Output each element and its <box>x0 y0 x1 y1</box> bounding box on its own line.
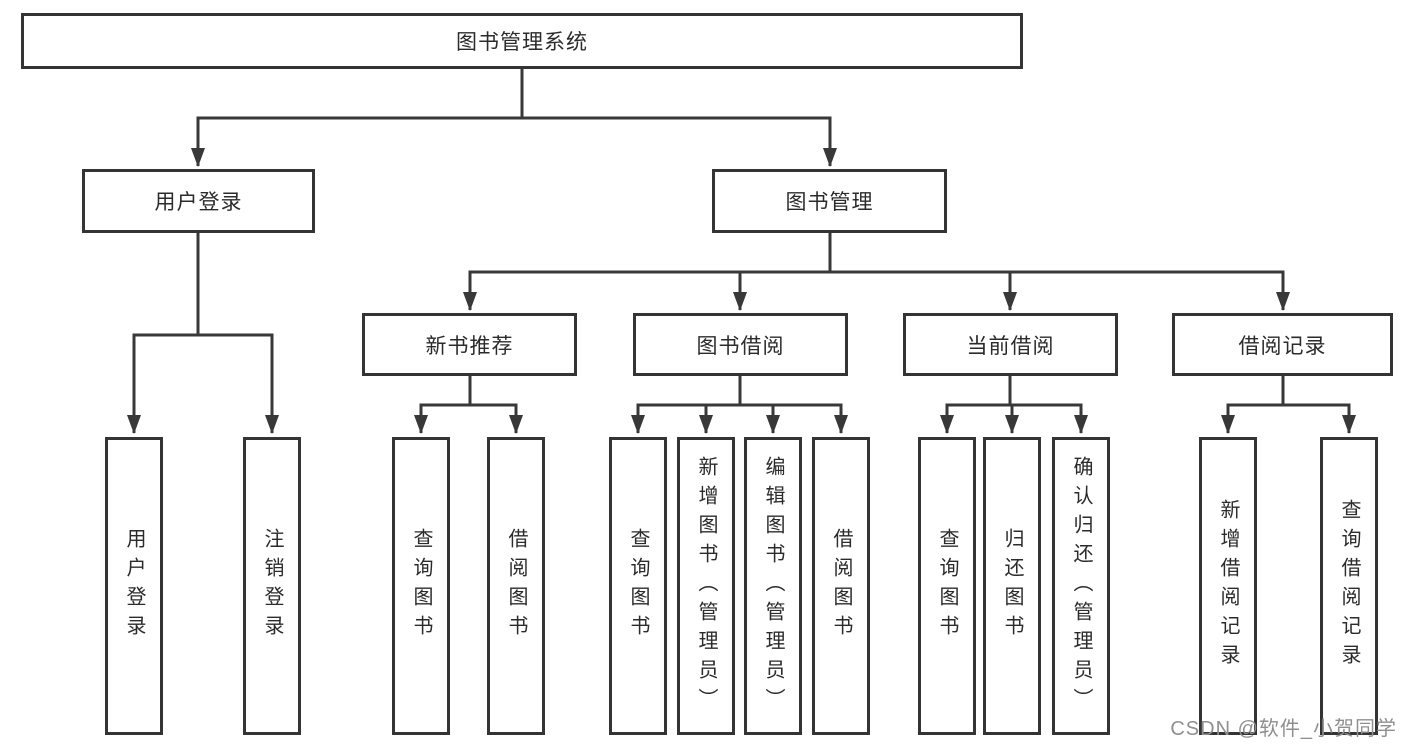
leaf-add-book: 新增图书（管理员） <box>677 437 735 735</box>
connector-borrow-record-trunk <box>1226 376 1351 407</box>
leaf-query-books-1-label: 查询图书 <box>410 528 432 644</box>
leaf-user-login: 用户登录 <box>105 437 163 735</box>
leaf-query-books-2-label: 查询图书 <box>627 528 649 644</box>
leaf-query-books-3-label: 查询图书 <box>936 528 958 644</box>
leaf-borrow-books-2-label: 借阅图书 <box>830 528 852 644</box>
leaf-borrow-books-1-label: 借阅图书 <box>505 528 527 644</box>
node-new-book-rec: 新书推荐 <box>362 313 577 376</box>
connector-user-login-trunk <box>132 233 274 337</box>
connector-book-mgmt-trunk <box>468 233 1285 274</box>
node-root: 图书管理系统 <box>21 13 1023 69</box>
leaf-query-record: 查询借阅记录 <box>1320 437 1378 735</box>
node-user-login: 用户登录 <box>82 169 315 233</box>
leaf-logout: 注销登录 <box>243 437 301 735</box>
leaf-edit-book-label: 编辑图书（管理员） <box>762 455 784 717</box>
leaf-query-books-1: 查询图书 <box>392 437 450 735</box>
leaf-query-books-2: 查询图书 <box>609 437 667 735</box>
node-current-borrow: 当前借阅 <box>903 313 1118 376</box>
leaf-edit-book: 编辑图书（管理员） <box>744 437 802 735</box>
leaf-borrow-books-2: 借阅图书 <box>812 437 870 735</box>
connector-new-book-rec-trunk <box>419 376 518 407</box>
leaf-user-login-label: 用户登录 <box>123 528 145 644</box>
leaf-logout-label: 注销登录 <box>261 528 283 644</box>
connector-book-borrow-trunk <box>636 376 843 407</box>
leaf-query-books-3: 查询图书 <box>918 437 976 735</box>
leaf-confirm-return-label: 确认归还（管理员） <box>1070 455 1092 717</box>
leaf-return-book-label: 归还图书 <box>1001 528 1023 644</box>
leaf-confirm-return: 确认归还（管理员） <box>1052 437 1110 735</box>
csdn-watermark: CSDN @软件_小贺同学 <box>1170 718 1397 740</box>
connector-root-trunk <box>196 69 832 120</box>
node-book-borrow: 图书借阅 <box>633 313 848 376</box>
connector-lines <box>127 69 1356 434</box>
leaf-return-book: 归还图书 <box>983 437 1041 735</box>
leaf-add-record-label: 新增借阅记录 <box>1217 499 1239 673</box>
node-book-mgmt: 图书管理 <box>712 169 947 233</box>
leaf-query-record-label: 查询借阅记录 <box>1338 499 1360 673</box>
node-borrow-record: 借阅记录 <box>1172 313 1393 376</box>
connector-current-borrow-trunk <box>945 376 1083 407</box>
leaf-add-book-label: 新增图书（管理员） <box>695 455 717 717</box>
leaf-add-record: 新增借阅记录 <box>1199 437 1257 735</box>
leaf-borrow-books-1: 借阅图书 <box>487 437 545 735</box>
